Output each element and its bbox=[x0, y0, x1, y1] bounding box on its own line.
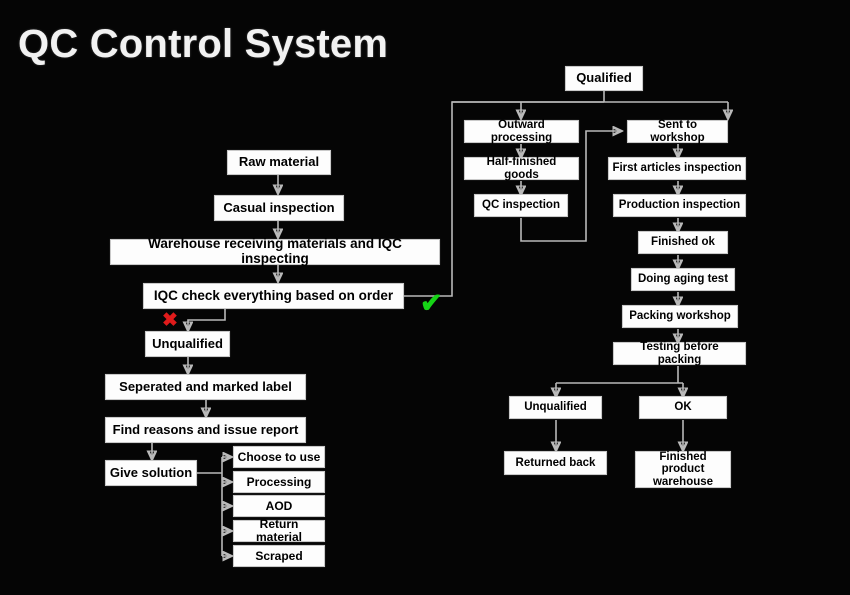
red-x-mark: ✖ bbox=[162, 310, 178, 331]
green-check-mark: ✔ bbox=[420, 288, 443, 318]
node-find-reasons[interactable]: Find reasons and issue report bbox=[105, 417, 306, 443]
node-aod[interactable]: AOD bbox=[233, 495, 325, 517]
node-give-solution[interactable]: Give solution bbox=[105, 460, 197, 486]
node-finished-ok[interactable]: Finished ok bbox=[638, 231, 728, 254]
node-seperated-marked-label[interactable]: Seperated and marked label bbox=[105, 374, 306, 400]
node-raw-material[interactable]: Raw material bbox=[227, 150, 331, 175]
node-processing[interactable]: Processing bbox=[233, 471, 325, 493]
node-scraped[interactable]: Scraped bbox=[233, 545, 325, 567]
node-choose-to-use[interactable]: Choose to use bbox=[233, 446, 325, 468]
node-finished-product-warehouse[interactable]: Finished product warehouse bbox=[635, 451, 731, 488]
node-qc-inspection[interactable]: QC inspection bbox=[474, 194, 568, 217]
node-outward-processing[interactable]: Outward processing bbox=[464, 119, 579, 144]
node-testing-before-packing[interactable]: Testing before packing bbox=[613, 341, 746, 366]
node-unqualified-right[interactable]: Unqualified bbox=[509, 396, 602, 419]
node-warehouse-receiving[interactable]: Warehouse receiving materials and IQC in… bbox=[110, 237, 440, 266]
node-production-inspection[interactable]: Production inspection bbox=[613, 194, 746, 217]
node-return-material[interactable]: Return material bbox=[233, 518, 325, 543]
node-qualified[interactable]: Qualified bbox=[565, 66, 643, 91]
page-title: QC Control System bbox=[18, 22, 389, 66]
node-casual-inspection[interactable]: Casual inspection bbox=[214, 195, 344, 221]
node-first-articles-inspection[interactable]: First articles inspection bbox=[608, 157, 746, 180]
node-half-finished-goods[interactable]: Half-finished goods bbox=[464, 156, 579, 181]
finished-product-warehouse-line1: Finished product bbox=[659, 450, 707, 476]
node-returned-back[interactable]: Returned back bbox=[504, 451, 607, 475]
node-unqualified-left[interactable]: Unqualified bbox=[145, 331, 230, 357]
node-sent-to-workshop[interactable]: Sent to workshop bbox=[627, 119, 728, 144]
node-doing-aging-test[interactable]: Doing aging test bbox=[631, 268, 735, 291]
node-packing-workshop[interactable]: Packing workshop bbox=[622, 305, 738, 328]
finished-product-warehouse-line2: warehouse bbox=[652, 475, 714, 488]
node-ok[interactable]: OK bbox=[639, 396, 727, 419]
node-iqc-check[interactable]: IQC check everything based on order bbox=[143, 283, 404, 309]
